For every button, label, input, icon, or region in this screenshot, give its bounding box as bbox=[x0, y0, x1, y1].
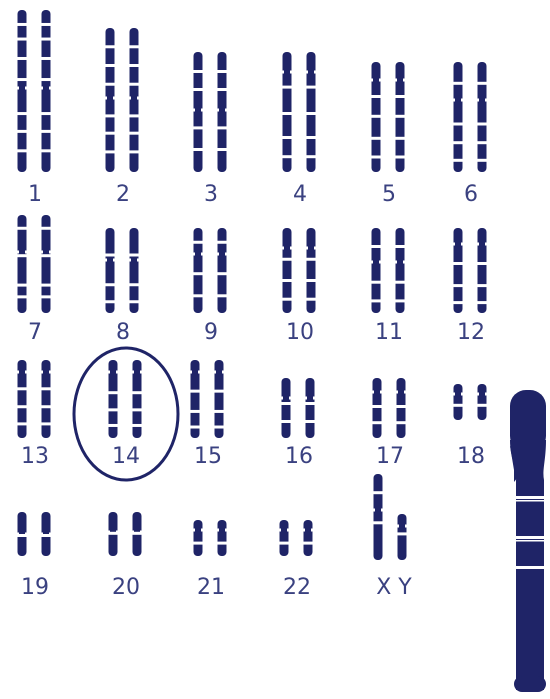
chromosome-21-b bbox=[217, 520, 228, 556]
label-chr-20: 20 bbox=[101, 577, 151, 599]
chromosome-pair-1 bbox=[17, 10, 52, 172]
label-chr-18: 18 bbox=[446, 446, 496, 468]
detail-band bbox=[514, 496, 546, 499]
label-chr-11: 11 bbox=[364, 322, 414, 344]
chromosome-pair-7 bbox=[17, 215, 52, 313]
chromosome-pair-5 bbox=[371, 62, 406, 172]
label-chr-9: 9 bbox=[186, 322, 236, 344]
label-chr-17: 17 bbox=[365, 446, 415, 468]
chromosome-7-b bbox=[41, 215, 52, 313]
chromosome-pair-11 bbox=[371, 228, 406, 313]
chromosome-17-a bbox=[372, 378, 383, 438]
chromosome-4-b bbox=[306, 52, 317, 172]
chromosome-y bbox=[397, 514, 408, 560]
chromosome-5-a bbox=[371, 62, 382, 172]
chromosome-pair-13 bbox=[17, 360, 52, 438]
chromosome-pair-10 bbox=[282, 228, 317, 313]
chromosome-11-b bbox=[395, 228, 406, 313]
chromosome-20-b bbox=[132, 512, 143, 556]
chromosome-10-a bbox=[282, 228, 293, 313]
chromosome-1-b bbox=[41, 10, 52, 172]
chromosome-13-b bbox=[41, 360, 52, 438]
chromosome-pair-6 bbox=[453, 62, 488, 172]
chromosome-7-a bbox=[17, 215, 28, 313]
label-chr-8: 8 bbox=[98, 322, 148, 344]
label-chr-12: 12 bbox=[446, 322, 496, 344]
chromosome-14-detail bbox=[510, 390, 546, 692]
chromosome-pair-12 bbox=[453, 228, 488, 313]
label-chr-3: 3 bbox=[186, 184, 236, 206]
chromosome-pair-2 bbox=[105, 28, 140, 172]
chromosome-15-a bbox=[190, 360, 201, 438]
chromosome-18-a bbox=[453, 384, 464, 420]
chromosome-20-a bbox=[108, 512, 119, 556]
chromosome-4-a bbox=[282, 52, 293, 172]
chromosome-2-a bbox=[105, 28, 116, 172]
label-chr-13: 13 bbox=[10, 446, 60, 468]
chromosome-8-a bbox=[105, 228, 116, 313]
label-chr-5: 5 bbox=[364, 184, 414, 206]
chromosome-17-b bbox=[396, 378, 407, 438]
chromosome-pair-xy bbox=[373, 474, 408, 560]
chromosome-16-b bbox=[305, 378, 316, 438]
chromosome-8-b bbox=[129, 228, 140, 313]
chromosome-16-a bbox=[281, 378, 292, 438]
chromosome-22-b bbox=[303, 520, 314, 556]
label-chr-7: 7 bbox=[10, 322, 60, 344]
chromosome-18-b bbox=[477, 384, 488, 420]
chromosome-pair-22 bbox=[279, 520, 314, 556]
label-chr-xy: X Y bbox=[362, 577, 426, 599]
detail-band bbox=[514, 540, 546, 542]
chromosome-19-b bbox=[41, 512, 52, 556]
chromosome-pair-17 bbox=[372, 378, 407, 438]
chromosome-pair-3 bbox=[193, 52, 228, 172]
chromosome-15-b bbox=[214, 360, 225, 438]
chromosome-13-a bbox=[17, 360, 28, 438]
label-chr-21: 21 bbox=[186, 577, 236, 599]
chromosome-1-a bbox=[17, 10, 28, 172]
chromosome-19-a bbox=[17, 512, 28, 556]
label-chr-14: 14 bbox=[101, 446, 151, 468]
chromosome-12-a bbox=[453, 228, 464, 313]
detail-band bbox=[514, 566, 546, 569]
chromosome-pair-15 bbox=[190, 360, 225, 438]
chromosome-21-a bbox=[193, 520, 204, 556]
label-chr-19: 19 bbox=[10, 577, 60, 599]
chromosome-22-a bbox=[279, 520, 290, 556]
chromosome-pair-18 bbox=[453, 384, 488, 420]
chromosome-pair-9 bbox=[193, 228, 228, 313]
chromosome-9-a bbox=[193, 228, 204, 313]
detail-band bbox=[514, 536, 546, 539]
chromosome-6-b bbox=[477, 62, 488, 172]
label-chr-10: 10 bbox=[275, 322, 325, 344]
chromosome-pair-4 bbox=[282, 52, 317, 172]
chromosome-pair-14 bbox=[108, 360, 143, 438]
label-chr-2: 2 bbox=[98, 184, 148, 206]
chromosome-5-b bbox=[395, 62, 406, 172]
chromosome-14-b bbox=[132, 360, 143, 438]
chromosome-pair-20 bbox=[108, 512, 143, 556]
chromosome-3-a bbox=[193, 52, 204, 172]
chromosome-9-b bbox=[217, 228, 228, 313]
chromosome-11-a bbox=[371, 228, 382, 313]
chromosome-x bbox=[373, 474, 384, 560]
chromosome-3-b bbox=[217, 52, 228, 172]
label-chr-6: 6 bbox=[446, 184, 496, 206]
label-chr-16: 16 bbox=[274, 446, 324, 468]
chromosome-14-a bbox=[108, 360, 119, 438]
chromosome-10-b bbox=[306, 228, 317, 313]
detail-band bbox=[514, 500, 546, 502]
chromosome-pair-8 bbox=[105, 228, 140, 313]
label-chr-4: 4 bbox=[275, 184, 325, 206]
label-chr-15: 15 bbox=[183, 446, 233, 468]
chromosome-pair-21 bbox=[193, 520, 228, 556]
label-chr-22: 22 bbox=[272, 577, 322, 599]
label-chr-1: 1 bbox=[10, 184, 60, 206]
chromosome-6-a bbox=[453, 62, 464, 172]
chromosome-2-b bbox=[129, 28, 140, 172]
chromosome-12-b bbox=[477, 228, 488, 313]
chromosome-pair-16 bbox=[281, 378, 316, 438]
chromosome-pair-19 bbox=[17, 512, 52, 556]
